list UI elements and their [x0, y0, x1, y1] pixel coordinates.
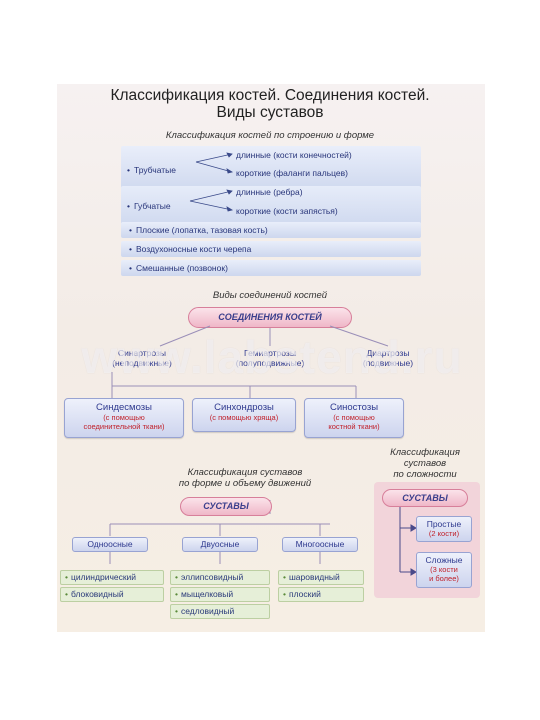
complex-note2: и более) — [429, 574, 459, 583]
complex-name: Сложные — [425, 555, 463, 565]
tubular-long: длинные (кости конечностей) — [236, 150, 352, 160]
simple-name: Простые — [426, 519, 462, 529]
synostosis-card: Синостозы (с помощью костной ткани) — [304, 398, 404, 438]
bullet-icon: • — [127, 201, 130, 211]
air-label: Воздухоносные кости черепа — [135, 244, 252, 254]
uniaxial-box: Одноосные — [72, 537, 148, 552]
joints-heading: Виды соединений костей — [212, 290, 328, 301]
spongy-short: короткие (кости запястья) — [236, 206, 338, 216]
synostosis-note2: костной ткани) — [328, 422, 380, 431]
bullet-icon: • — [129, 244, 132, 254]
bullet-icon: • — [127, 165, 130, 175]
list-item: •цилиндрический — [60, 570, 164, 585]
syndesmosis-note2: соединительной ткани) — [83, 422, 165, 431]
diarthrosis-name: Диартрозы — [366, 348, 410, 358]
trochlear-label: блоковидный — [70, 589, 124, 599]
mixed-label: Смешанные (позвонок) — [135, 263, 228, 273]
diarthrosis-note: (подвижные) — [362, 358, 414, 368]
air-row: •Воздухоносные кости черепа — [121, 241, 421, 257]
planar-label: плоский — [288, 589, 321, 599]
multiaxial-box: Многоосные — [282, 537, 358, 552]
condylar-label: мыщелковый — [180, 589, 234, 599]
hemiarthrosis-name: Гемиартрозы — [244, 348, 296, 358]
bones-heading: Классификация костей по строению и форме — [165, 130, 375, 141]
simple-note: (2 кости) — [428, 529, 460, 538]
syndesmosis-card: Синдесмозы (с помощью соединительной тка… — [64, 398, 184, 438]
joints-root: СОЕДИНЕНИЯ КОСТЕЙ — [188, 307, 352, 328]
spherical-label: шаровидный — [288, 572, 340, 582]
list-item: •шаровидный — [278, 570, 364, 585]
spongy-long: длинные (ребра) — [236, 187, 303, 197]
bones-arrows — [189, 152, 234, 212]
page-title: Классификация костей. Соединения костей. — [110, 87, 430, 104]
complexity-heading-1: Классификация — [390, 447, 460, 458]
complexity-heading-2: суставов — [403, 458, 447, 469]
saddle-label: седловидный — [180, 606, 235, 616]
syndesmosis-note1: (с помощью — [103, 413, 145, 422]
hemiarthrosis-note: (полуподвижные) — [235, 358, 305, 368]
list-item: •седловидный — [170, 604, 270, 619]
list-item: •мыщелковый — [170, 587, 270, 602]
ellipsoid-label: эллипсовидный — [180, 572, 244, 582]
complexity-heading-3: по сложности — [393, 469, 457, 480]
tubular-short: короткие (фаланги пальцев) — [236, 168, 348, 178]
list-item: •плоский — [278, 587, 364, 602]
articulations-heading-1: Классификация суставов — [187, 467, 303, 478]
synarthrosis-note: (неподвижные) — [112, 358, 172, 368]
list-item: •эллипсовидный — [170, 570, 270, 585]
list-item: •блоковидный — [60, 587, 164, 602]
synostosis-note1: (с помощью — [333, 413, 375, 422]
complex-note1: (3 кости — [430, 565, 458, 574]
bullet-icon: • — [129, 225, 132, 235]
flat-row: •Плоские (лопатка, тазовая кость) — [121, 222, 421, 238]
synarthrosis-name: Синартрозы — [117, 348, 167, 358]
synarthrosis-label: Синартрозы (неподвижные) — [92, 348, 192, 368]
cylindrical-label: цилиндрический — [70, 572, 137, 582]
watermark-text: www.labstend.ru — [81, 331, 463, 383]
synostosis-name: Синостозы — [329, 402, 379, 413]
complex-box: Сложные (3 кости и более) — [416, 552, 472, 588]
mixed-row: •Смешанные (позвонок) — [121, 260, 421, 276]
tubular-label: Трубчатые — [133, 165, 176, 175]
synchondrosis-note1: (с помощью хряща) — [209, 413, 279, 422]
biaxial-box: Двуосные — [182, 537, 258, 552]
page-subtitle: Виды суставов — [216, 104, 324, 121]
spongy-label: Губчатые — [133, 201, 171, 211]
diarthrosis-label: Диартрозы (подвижные) — [338, 348, 438, 368]
complexity-root: СУСТАВЫ — [382, 489, 468, 507]
syndesmosis-name: Синдесмозы — [96, 402, 152, 413]
hemiarthrosis-label: Гемиартрозы (полуподвижные) — [220, 348, 320, 368]
synchondrosis-card: Синхондрозы (с помощью хряща) — [192, 398, 296, 432]
synchondrosis-name: Синхондрозы — [214, 402, 274, 413]
bullet-icon: • — [129, 263, 132, 273]
flat-label: Плоские (лопатка, тазовая кость) — [135, 225, 268, 235]
simple-box: Простые (2 кости) — [416, 516, 472, 542]
articulations-root: СУСТАВЫ — [180, 497, 272, 516]
articulations-heading-2: по форме и объему движений — [178, 478, 312, 489]
